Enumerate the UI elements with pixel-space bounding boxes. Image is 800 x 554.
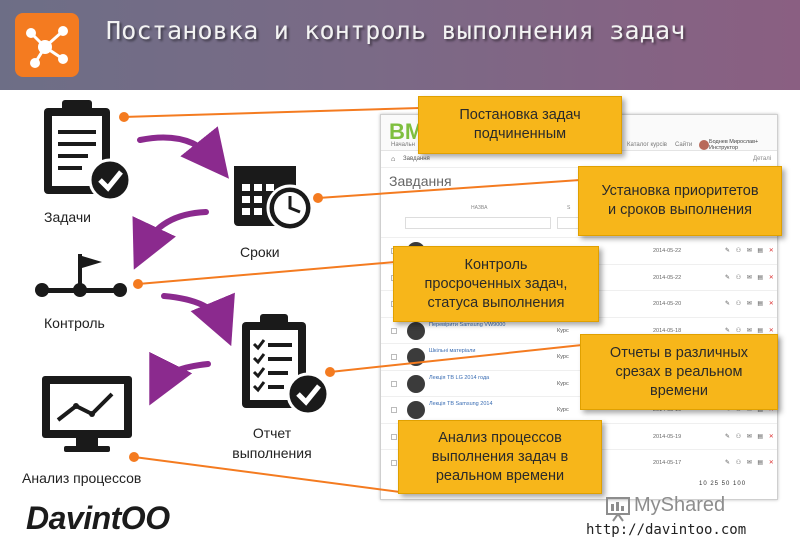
row-checkbox[interactable] — [391, 433, 397, 440]
callout-control: Контроль просроченных задач, статуса вып… — [393, 246, 599, 322]
row-date: 2014-05-20 — [653, 301, 682, 307]
row-actions[interactable]: ✎ ⚇ ✉ ▤ ✕ — [725, 248, 776, 254]
row-checkbox[interactable] — [391, 380, 397, 387]
delete-icon[interactable]: ✕ — [768, 301, 776, 307]
delete-icon[interactable]: ✕ — [768, 327, 776, 334]
myshared-watermark: MyShared — [634, 494, 726, 516]
row-date: 2014-05-22 — [653, 248, 682, 254]
row-checkbox[interactable] — [391, 460, 397, 466]
page-title: Постановка и контроль выполнения задач — [106, 16, 686, 45]
row-checkbox[interactable] — [391, 327, 397, 334]
home-icon[interactable]: ⌂ — [391, 156, 396, 163]
nav-item[interactable]: Начальн — [391, 142, 415, 148]
row-date: 2014-05-17 — [653, 460, 682, 466]
presentation-board-icon — [606, 496, 630, 527]
row-actions[interactable]: ✎ ⚇ ✉ ▤ ✕ — [725, 460, 776, 466]
row-course: Курс — [557, 407, 569, 413]
step-label-control: Контроль — [44, 315, 105, 331]
step-label-analysis: Анализ процессов — [22, 470, 142, 486]
breadcrumb-right[interactable]: Деталі — [753, 156, 772, 162]
step-label-report: Отчет выполнения — [232, 425, 312, 461]
footer-url[interactable]: http://davintoo.com — [586, 522, 747, 538]
row-course: Курс — [557, 354, 569, 360]
row-thumbnail — [407, 401, 425, 419]
callout-priorities: Установка приоритетов и сроков выполнени… — [578, 166, 782, 236]
clipboard-check-icon — [42, 98, 132, 207]
header-banner: Постановка и контроль выполнения задач — [0, 0, 800, 90]
row-actions[interactable]: ✎ ⚇ ✉ ▤ ✕ — [725, 407, 776, 413]
callout-assign-tasks: Постановка задач подчиненным — [418, 96, 622, 154]
column-header[interactable]: S — [567, 205, 571, 211]
row-name[interactable]: Перевірити Samsung VW9000 — [429, 321, 506, 328]
row-course: Курс — [557, 380, 569, 387]
section-heading: Завдання — [389, 173, 452, 189]
delete-icon[interactable]: ✕ — [768, 248, 776, 254]
user-menu[interactable]: Боднев Мирослав+ Инструктор — [709, 139, 759, 151]
row-date: 2014-05-19 — [653, 407, 682, 413]
column-header[interactable]: НАЗВА — [471, 205, 488, 211]
app-brand-logo: BM — [389, 119, 424, 144]
row-checkbox[interactable] — [391, 407, 397, 413]
davintoo-logo: DavintOO — [26, 500, 170, 536]
row-checkbox[interactable] — [391, 354, 397, 360]
row-name[interactable]: Шкільні матеріали — [429, 348, 476, 354]
callout-reports: Отчеты в различных срезах в реальном вре… — [580, 334, 778, 410]
row-actions[interactable]: ✎ ⚇ ✉ ▤ ✕ — [725, 327, 776, 334]
callout-analysis: Анализ процессов выполнения задач в реал… — [398, 420, 602, 494]
network-nodes-icon — [15, 13, 79, 77]
delete-icon[interactable]: ✕ — [768, 407, 776, 413]
filter-input[interactable] — [405, 217, 551, 229]
row-name[interactable]: Лекція TB Samsung 2014 — [429, 401, 493, 407]
row-thumbnail — [407, 321, 425, 340]
breadcrumb-item[interactable]: Завдання — [403, 156, 430, 162]
monitor-chart-icon — [40, 374, 134, 463]
checklist-check-icon — [240, 312, 330, 421]
row-actions[interactable]: ✎ ⚇ ✉ ▤ ✕ — [725, 301, 776, 307]
row-date: 2014-05-18 — [653, 327, 682, 334]
row-thumbnail — [407, 374, 425, 393]
row-name[interactable]: Лекція TB LG 2014 года — [429, 374, 490, 381]
row-course: Курс — [557, 327, 569, 334]
delete-icon[interactable]: ✕ — [768, 460, 776, 466]
row-thumbnail — [407, 348, 425, 366]
delete-icon[interactable]: ✕ — [768, 274, 776, 281]
row-actions[interactable]: ✎ ⚇ ✉ ▤ ✕ — [725, 274, 776, 281]
nav-item[interactable]: Каталог курсів — [627, 142, 667, 148]
step-label-tasks: Задачи — [44, 209, 92, 225]
flag-milestone-icon — [34, 250, 130, 309]
row-date: 2014-05-19 — [653, 433, 682, 440]
avatar[interactable] — [699, 140, 709, 150]
page-size-selector[interactable]: 10 25 50 100 — [699, 481, 747, 487]
calendar-clock-icon — [232, 160, 316, 239]
row-actions[interactable]: ✎ ⚇ ✉ ▤ ✕ — [725, 433, 776, 440]
step-label-deadlines: Сроки — [240, 244, 280, 260]
nav-item[interactable]: Сайти — [675, 142, 693, 148]
row-date: 2014-05-22 — [653, 274, 682, 281]
delete-icon[interactable]: ✕ — [768, 433, 776, 440]
